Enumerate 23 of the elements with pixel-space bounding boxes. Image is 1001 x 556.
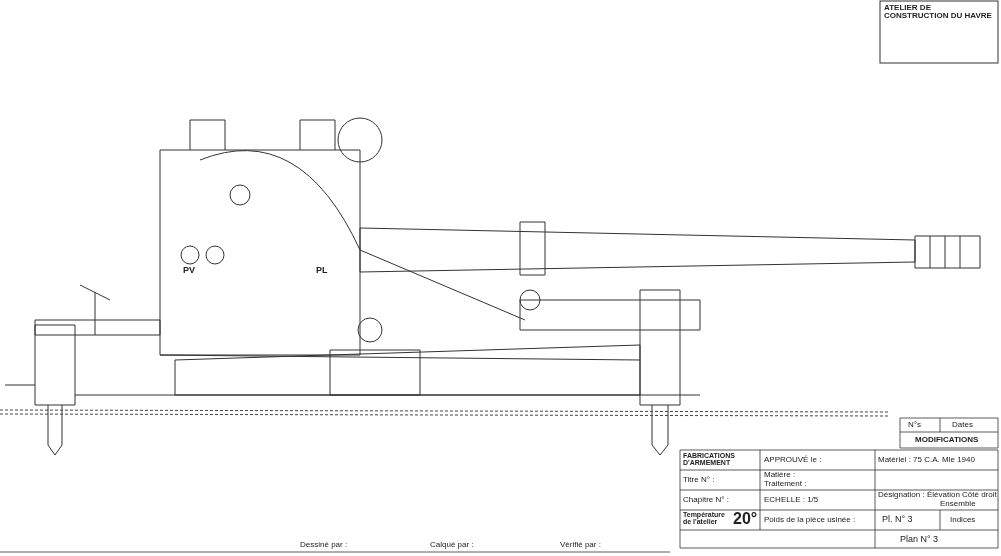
signature-field: Vérifié par : (560, 541, 601, 550)
field-label: Titre N° : (683, 476, 715, 485)
table-header: MODIFICATIONS (915, 436, 979, 445)
temperature-value: 20° (733, 511, 758, 528)
scale-label: ECHELLE : 1/5 (764, 496, 819, 505)
field-label: APPROUVÉ le : (764, 456, 822, 465)
field-label: Poids de la pièce usinée : (764, 516, 856, 525)
part-label: PL (316, 266, 328, 276)
title-block-heading: ATELIER DE CONSTRUCTION DU HAVRE (884, 4, 993, 21)
table-header: Dates (952, 421, 973, 430)
field-label: Traitement : (764, 480, 807, 489)
part-label: PV (183, 266, 195, 276)
field-label: Ensemble (940, 500, 976, 509)
signature-field: Dessiné par : (300, 541, 348, 550)
field-label: Matériel : 75 C.A. Mle 1940 (878, 456, 975, 465)
field-label: Désignation : Élévation Côté droit (878, 491, 997, 500)
field-label: Indices (950, 516, 976, 525)
signature-field: Calqué par : (430, 541, 474, 550)
field-label: Matière : (764, 471, 796, 480)
sheet-number: Pl. N° 3 (882, 515, 913, 525)
plan-number: Plan N° 3 (900, 535, 939, 545)
table-header: N°s (908, 421, 921, 430)
field-label: Chapitre N° : (683, 496, 729, 505)
